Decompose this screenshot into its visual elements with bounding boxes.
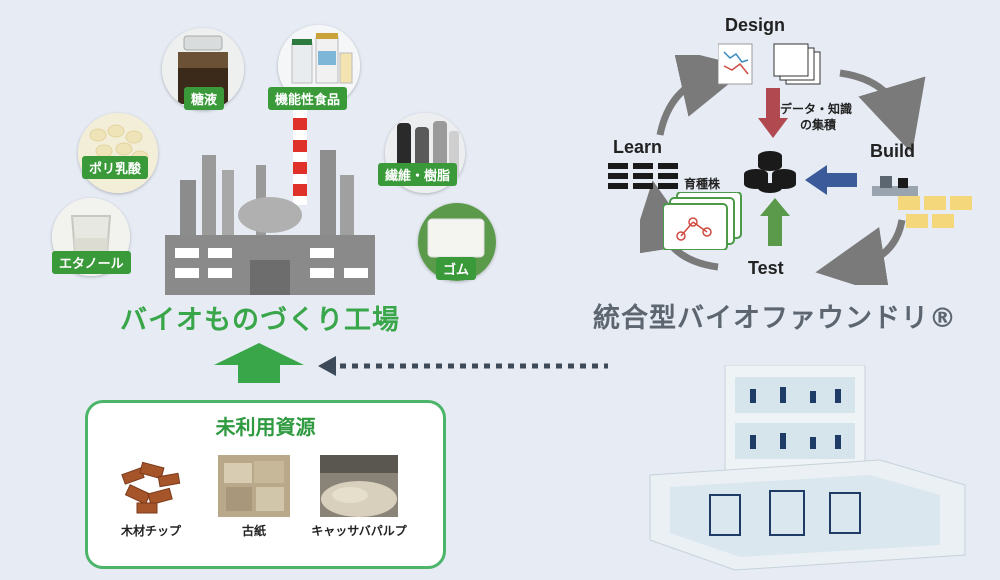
build-label: Build — [870, 141, 915, 161]
cassava-pulp-image — [320, 455, 398, 517]
sugar-label: 糖液 — [184, 87, 225, 110]
server-rack-icon — [608, 163, 678, 189]
sugar-image — [162, 28, 244, 110]
ethanol-label: エタノール — [52, 251, 131, 274]
well-plates-icon — [898, 196, 972, 228]
learn-label: Learn — [613, 137, 663, 157]
foundry-title: 統合型バイオファウンドリ® — [593, 303, 957, 334]
test-label: Test — [748, 258, 784, 278]
rubber-label: ゴム — [436, 257, 477, 280]
design-to-data-arrow — [758, 88, 788, 138]
strain-cards-icon — [663, 192, 742, 250]
factory-illustration — [165, 110, 375, 295]
fiber-resin-label: 繊維・樹脂 — [378, 163, 458, 186]
wood-chip-image — [119, 459, 183, 517]
design-documents-icon — [718, 43, 821, 85]
resources-title: 未利用資源 — [215, 415, 316, 439]
up-arrow-icon — [214, 343, 304, 383]
data-accumulation-label-1: データ・知識 — [780, 102, 853, 116]
polylactic-image — [78, 113, 158, 193]
test-to-data-arrow — [760, 198, 790, 246]
data-accumulation-label-2: の集積 — [800, 118, 837, 132]
dbtl-cycle-arrows — [640, 55, 926, 285]
resource-label-paper: 古紙 — [241, 524, 266, 538]
polylactic-label: ポリ乳酸 — [82, 156, 149, 179]
build-to-data-arrow — [805, 165, 857, 195]
database-icon — [744, 151, 796, 193]
dotted-arrow-icon — [318, 356, 608, 376]
design-label: Design — [725, 15, 786, 35]
resource-label-cassava: キャッサバパルプ — [311, 524, 407, 538]
strain-label: 育種株 — [684, 177, 721, 191]
resource-label-wood: 木材チップ — [120, 524, 181, 538]
factory-title: バイオものづくり工場 — [120, 305, 400, 336]
build-robot-icon — [872, 176, 918, 196]
functional-food-label: 機能性食品 — [268, 87, 348, 110]
waste-paper-image — [218, 455, 290, 517]
resources-box: 未利用資源 木材チップ 古紙 — [85, 400, 446, 569]
facility-illustration — [649, 365, 966, 571]
